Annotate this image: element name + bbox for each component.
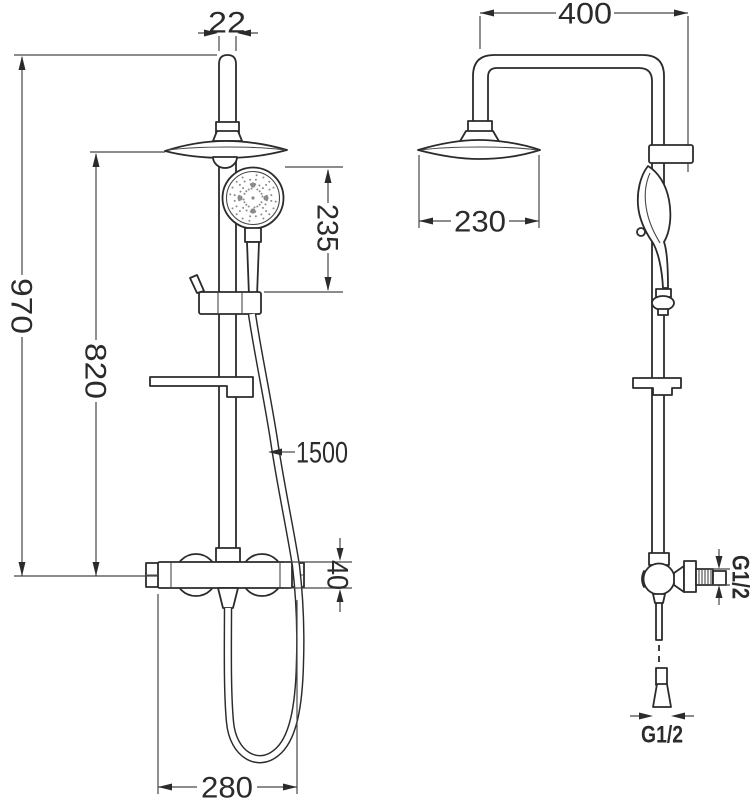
- front-dimensions: 22 970 820 235 1500 40: [5, 7, 354, 800]
- dim-280-label: 280: [201, 772, 253, 800]
- ball-joint-dome: [212, 156, 238, 169]
- disc-rim-line: [167, 146, 286, 151]
- dim-280-arrows: [158, 783, 297, 791]
- dim-235-arrows: [324, 169, 332, 291]
- dim-22-arrows: [204, 29, 251, 37]
- spray-nozzles: [229, 174, 277, 222]
- holder-detail-lines: [217, 292, 243, 314]
- inlet-cone: [652, 683, 672, 708]
- shower-hose: [223, 313, 305, 764]
- dim-230-extensions: [418, 155, 540, 228]
- arm-inner-line: [487, 67, 653, 554]
- valve-bottom-taper: [652, 593, 666, 604]
- dim-22-extensions: [218, 36, 237, 51]
- dim-230-label: 230: [454, 206, 506, 239]
- dim-g12-bottom-arrows: [639, 712, 685, 720]
- hose-stub: [657, 308, 669, 316]
- hand-shower-inner-ring: [225, 170, 281, 226]
- thermostat-valve-front: [145, 547, 305, 609]
- dim-22-label: 22: [208, 7, 246, 40]
- dim-820-label: 820: [79, 343, 112, 399]
- valve-left-facet: [641, 570, 645, 588]
- valve-top-collar: [215, 547, 241, 563]
- slide-holder: [189, 274, 262, 315]
- disc-side-rim-line: [420, 146, 538, 151]
- dim-235-label: 235: [311, 204, 344, 252]
- hose-outlet-taper: [217, 587, 239, 609]
- dim-230-arrows: [419, 217, 539, 225]
- hose-inner: [225, 313, 304, 762]
- supply-valve-side: [641, 552, 727, 708]
- overhead-shower-front: [164, 130, 288, 169]
- soap-shelf-front: [149, 376, 254, 398]
- hand-shower-profile: [636, 165, 672, 289]
- dim-280-extensions: [157, 594, 298, 794]
- holder-body: [198, 291, 262, 315]
- drop-pipe: [655, 602, 663, 641]
- handle-button: [636, 227, 646, 237]
- arm-and-rail: [472, 54, 665, 554]
- dim-40-label: 40: [321, 560, 354, 590]
- wall-bracket: [648, 144, 694, 164]
- dim-g12-side-label: G1/2: [727, 555, 752, 599]
- valve-body: [156, 561, 294, 589]
- dim-40-extensions: [284, 561, 352, 589]
- dim-1500-arrow: [268, 448, 282, 456]
- union-cone: [673, 565, 685, 593]
- hand-shower-side: [636, 165, 675, 316]
- riser-pipe-outline: [218, 54, 237, 553]
- hand-shower-handle: [246, 241, 260, 297]
- front-view: 22 970 820 235 1500 40: [5, 7, 354, 800]
- dim-40-arrows: [336, 548, 344, 602]
- inlet-stub: [655, 667, 668, 686]
- dim-g12-side-extensions: [710, 549, 730, 605]
- dim-235-extensions: [264, 166, 343, 293]
- dim-970-label: 970: [5, 278, 38, 334]
- hose-nut: [651, 295, 675, 311]
- side-dimensions: 400 230 G1/2 G1/2: [418, 0, 752, 748]
- hand-shower-front: [221, 166, 285, 297]
- dim-g12-side-arrows: [715, 556, 723, 598]
- dim-400-label: 400: [558, 0, 612, 31]
- union-pipe-end: [712, 570, 727, 586]
- dim-1500-label: 1500: [296, 437, 348, 470]
- disc-mount: [212, 130, 243, 142]
- valve-body-side: [642, 562, 676, 596]
- hand-shower-seam: [644, 172, 661, 244]
- overhead-shower-side: [417, 120, 541, 160]
- arm-outer-line: [472, 54, 665, 554]
- side-view: 400 230 G1/2 G1/2: [417, 0, 752, 748]
- union-flange: [683, 560, 697, 593]
- soap-shelf-side: [632, 377, 682, 396]
- holder-lever: [189, 274, 205, 294]
- dim-g12-bottom-label: G1/2: [641, 721, 683, 748]
- overhead-disc: [164, 140, 288, 159]
- dim-970-extensions: [14, 54, 217, 577]
- overhead-disc-side: [417, 139, 541, 160]
- thread-hatching: [698, 569, 712, 585]
- handle-connector: [244, 227, 262, 243]
